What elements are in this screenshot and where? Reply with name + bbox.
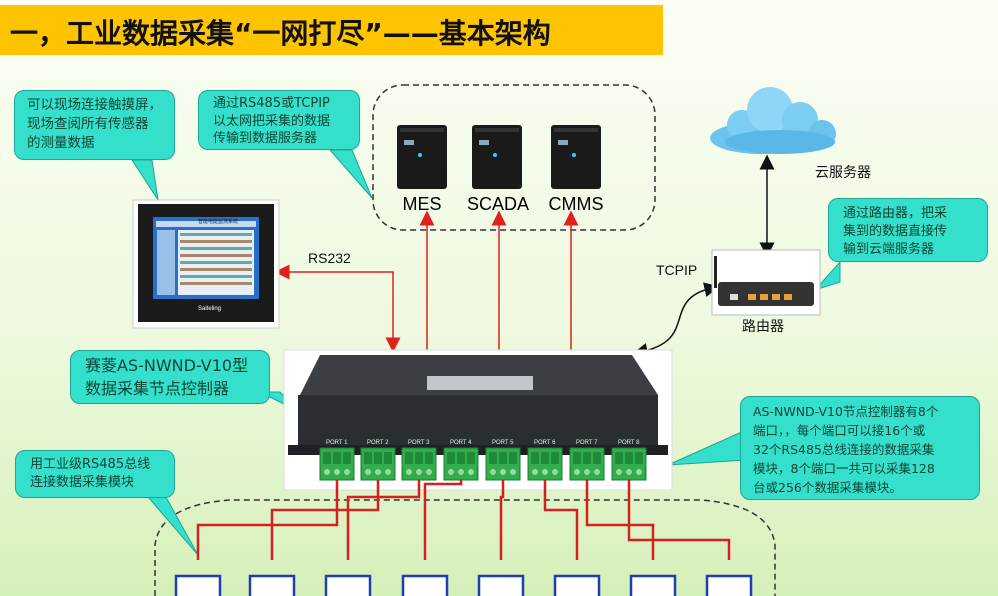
callout-rs485-bus: 用工业级RS485总线 连接数据采集模块 [15,450,175,498]
server-cmms-icon [551,125,601,189]
router-icon [711,249,821,316]
server-mes-icon [397,125,447,189]
port-6: PORT 6 [527,440,563,481]
acquisition-module [553,574,601,596]
cloud-icon [710,87,836,154]
port-label: PORT 8 [618,440,640,446]
hmi-screen-title: 智能电能监测系统 [198,219,239,225]
port-label: PORT 3 [408,440,430,446]
port-5: PORT 5 [485,440,521,481]
tcpip-label: TCPIP [656,262,698,278]
acquisition-module [248,574,296,596]
rs232-link [274,264,401,353]
port-1: PORT 1 [319,440,355,481]
callout-ports-desc: AS-NWND-V10节点控制器有8个 端口，，每个端口可以接16个或 32个R… [740,396,980,500]
port-3: PORT 3 [401,440,437,481]
port-label: PORT 1 [326,440,348,446]
port-label: PORT 4 [450,440,472,446]
acquisition-module [477,574,525,596]
module-group-outline [154,499,776,596]
rs232-label: RS232 [308,250,351,266]
router-controller-link [632,282,720,358]
port-label: PORT 2 [367,440,389,446]
port-7: PORT 7 [569,440,605,481]
callout-tail-server [328,149,373,199]
port-2: PORT 2 [360,440,396,481]
touchscreen-icon [132,199,280,329]
acquisition-module [324,574,372,596]
hmi-brand: Saiteling [198,306,222,312]
router-label: 路由器 [742,319,784,335]
page-title: 一，工业数据采集“一网打尽”——基本架构 [10,17,551,50]
server-group-outline [372,84,656,231]
acquisition-module [629,574,677,596]
title-banner [0,5,663,55]
cloud-label: 云服务器 [815,165,871,181]
port-4: PORT 4 [443,440,479,481]
callout-tail-ports [667,429,747,466]
acquisition-module [174,574,222,596]
port-label: PORT 7 [576,440,598,446]
callout-touchscreen: 可以现场连接触摸屏， 现场查阅所有传感器 的测量数据 [14,90,175,160]
acquisition-module [705,574,753,596]
callout-tail-rs485 [140,489,199,556]
server-label-mes: MES [402,194,442,214]
rs485-bus-lines [196,480,731,560]
port-label: PORT 6 [534,440,556,446]
port-label: PORT 5 [492,440,514,446]
server-scada-icon [472,125,522,189]
port-8: PORT 8 [611,440,647,481]
callout-tail-touchscreen [131,159,159,201]
callout-router: 通过路由器，把采 集到的数据直接传 输到云端服务器 [828,198,988,262]
server-label-cmms: CMMS [548,194,604,214]
callout-tcpip-server: 通过RS485或TCPIP 以太网把采集的数据 传输到数据服务器 [198,90,360,150]
callout-tail-router [813,260,841,292]
server-label-scada: SCADA [466,194,529,214]
acquisition-module [401,574,449,596]
callout-controller-name: 赛菱AS-NWND-V10型 数据采集节点控制器 [70,350,270,404]
